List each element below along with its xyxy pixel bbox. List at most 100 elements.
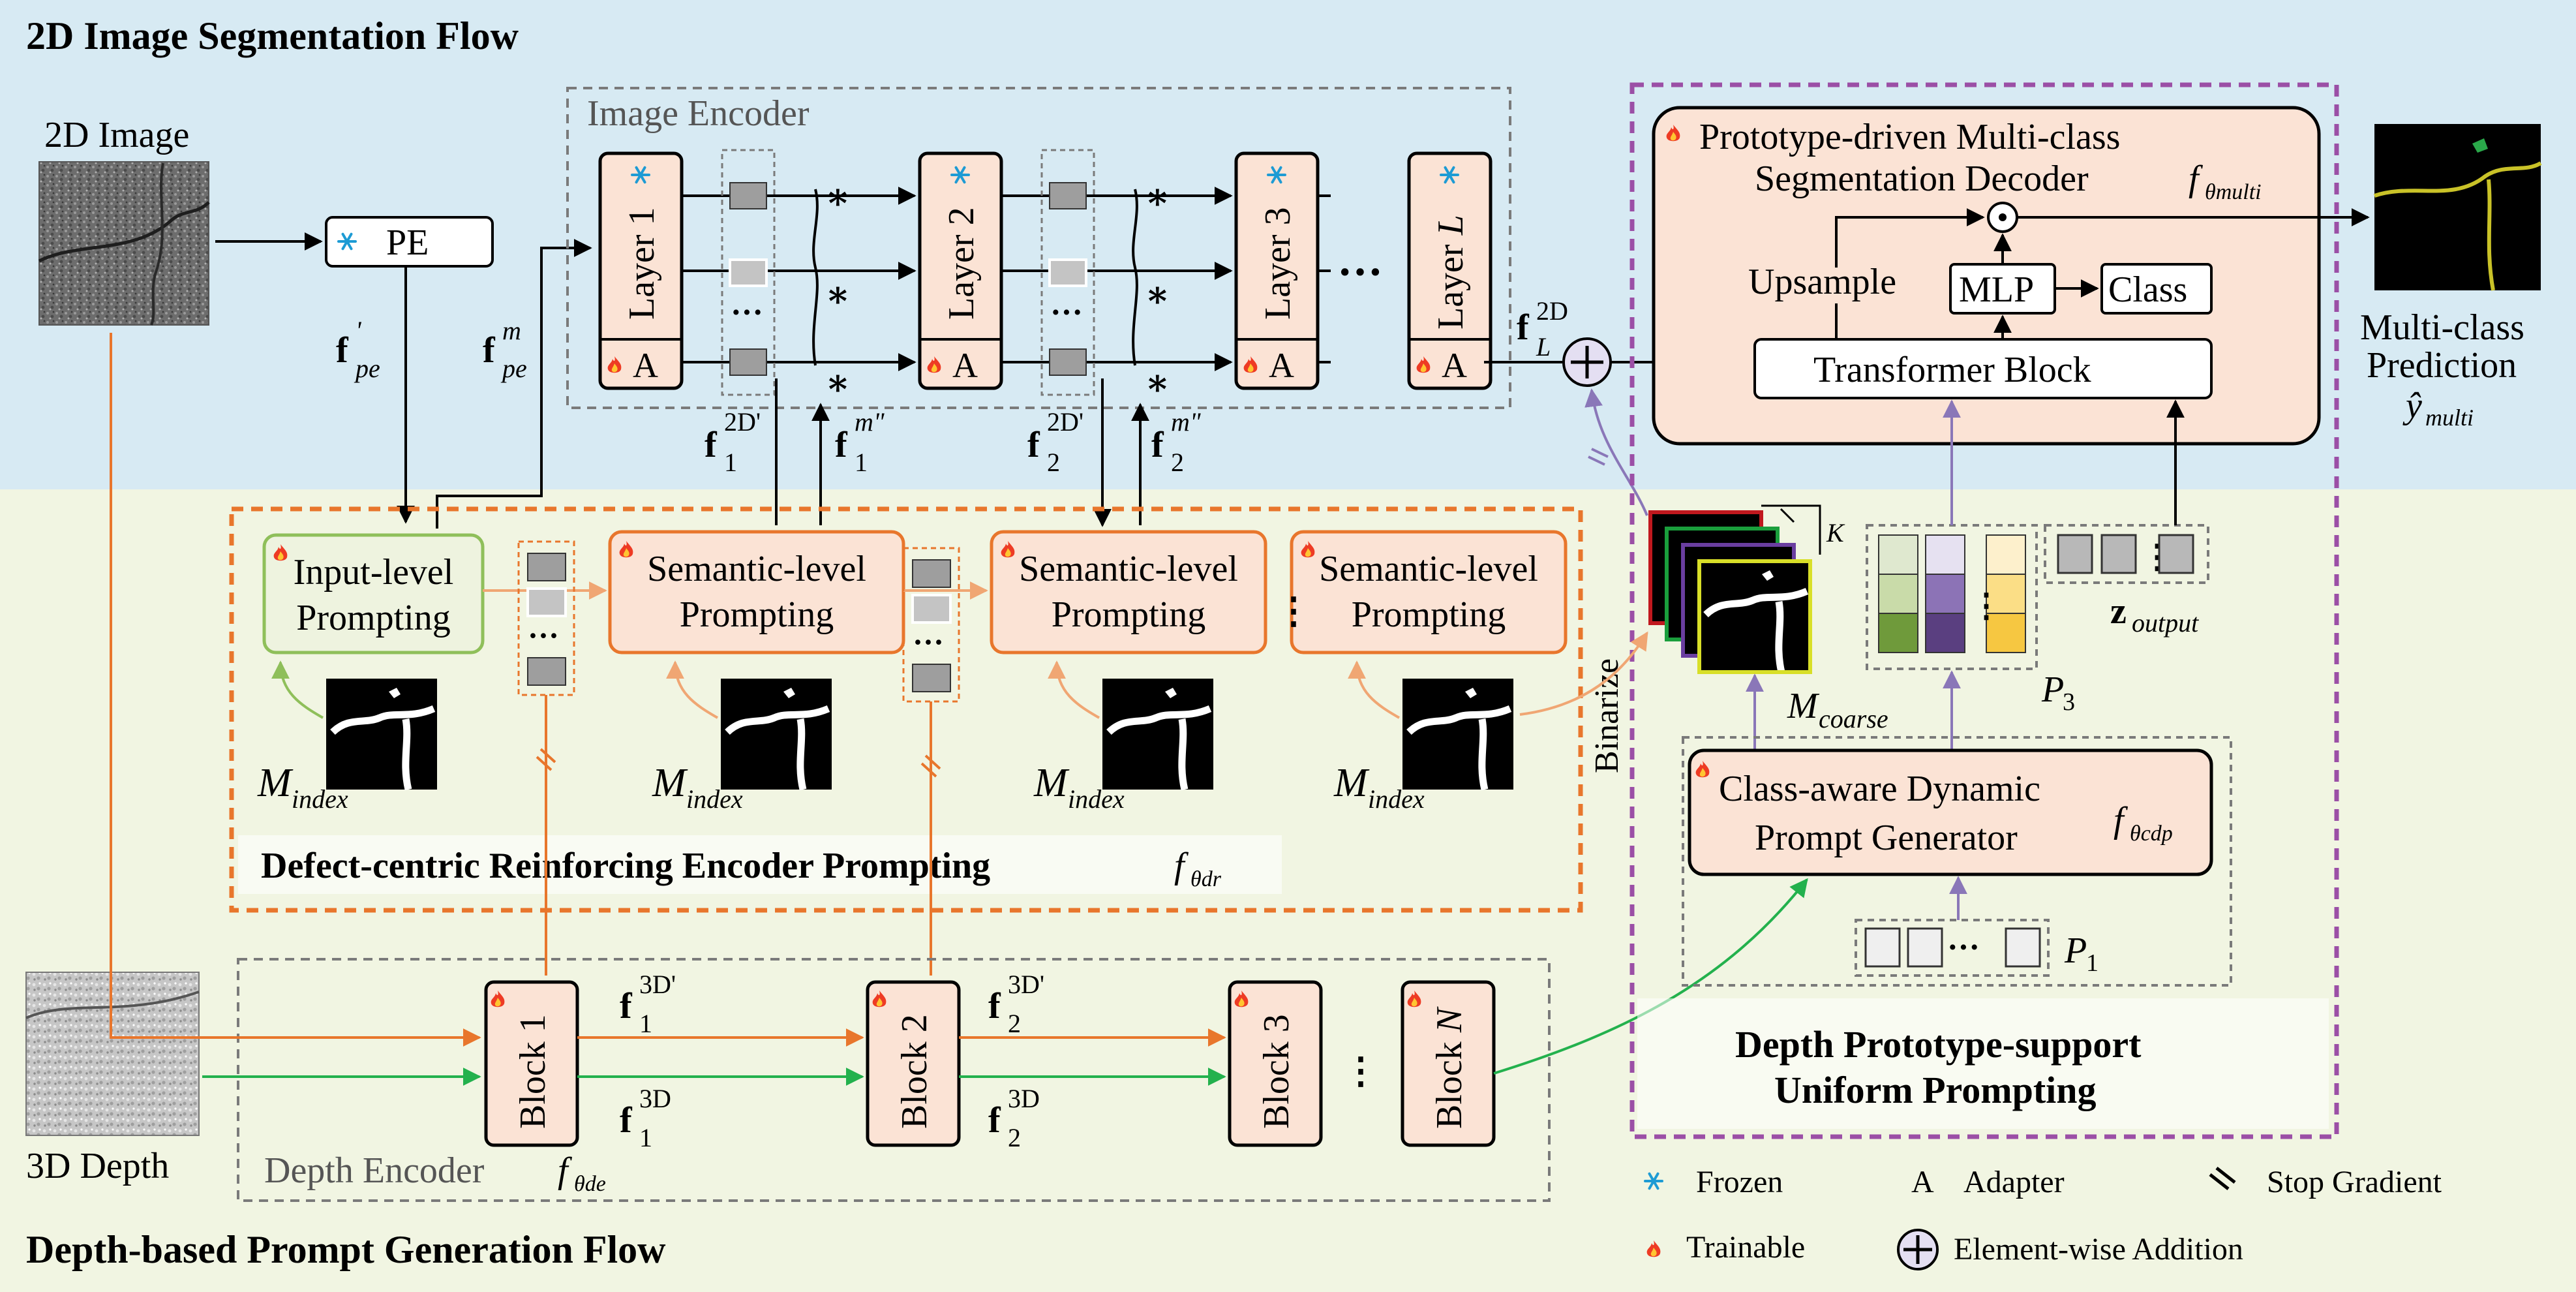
depth-blocks: Block 1 Block 2 Block 3 Block N bbox=[484, 980, 1496, 1147]
pe-label: PE bbox=[386, 223, 429, 263]
z-output-frame bbox=[2044, 524, 2209, 584]
svg-text:···: ··· bbox=[731, 294, 763, 330]
defect-prompting-frame bbox=[229, 506, 1583, 913]
svg-text:···: ··· bbox=[1050, 294, 1083, 330]
svg-text:···: ··· bbox=[528, 619, 559, 653]
transformer-label: Transformer Block bbox=[1813, 350, 2091, 390]
enc-feat-base: f bbox=[835, 425, 848, 465]
enc-feat-base: f bbox=[1151, 425, 1164, 465]
support-line1: Depth Prototype-support bbox=[1735, 1023, 2142, 1066]
class-box bbox=[2100, 263, 2213, 315]
svg-text:M: M bbox=[257, 761, 294, 805]
enc-feat-sub: 1 bbox=[724, 448, 737, 477]
cdp-line2: Prompt Generator bbox=[1755, 818, 2018, 858]
fL2D-sub: L bbox=[1536, 332, 1551, 361]
legend-addition: Element-wise Addition bbox=[1954, 1232, 2243, 1267]
p1-sub: 1 bbox=[2086, 949, 2099, 977]
prompting-label: Prompting bbox=[680, 594, 834, 635]
svg-text:f: f bbox=[336, 330, 349, 371]
cdp-line1: Class-aware Dynamic bbox=[1719, 769, 2040, 809]
depth-feat-sub: 2 bbox=[1008, 1123, 1021, 1152]
fL2D-base: f bbox=[1517, 307, 1530, 348]
enc-feat-sub: 2 bbox=[1047, 448, 1060, 477]
f-pe-m-sup: m bbox=[502, 316, 521, 345]
svg-text:index: index bbox=[686, 784, 743, 814]
p1-frame bbox=[1855, 919, 2050, 977]
p3-sub: 3 bbox=[2063, 688, 2075, 716]
decoder-title-1: Prototype-driven Multi-class bbox=[1699, 117, 2120, 157]
block-label: Block N bbox=[1429, 1006, 1470, 1129]
cdp-func-sub: θcdp bbox=[2130, 822, 2173, 846]
z-output-sub: output bbox=[2132, 608, 2199, 638]
pred-var: ŷ bbox=[2402, 386, 2422, 426]
fL2D-sup: 2D bbox=[1536, 296, 1568, 326]
p1-label: P bbox=[2064, 931, 2087, 971]
arrow-last-mask-coarse bbox=[1519, 631, 1648, 716]
depth-feat-sub: 1 bbox=[639, 1123, 652, 1152]
prompting-ellipsis: ⋮ bbox=[1275, 591, 1312, 632]
prediction-line1: Multi-class bbox=[2360, 307, 2524, 348]
token-stacks: ··· ··· bbox=[682, 149, 1331, 396]
prompting-label: Prompting bbox=[296, 598, 450, 638]
f-pe-m: f bbox=[483, 330, 496, 371]
image-thumbnail bbox=[38, 161, 209, 326]
class-label: Class bbox=[2108, 269, 2187, 310]
depth-feat-base: f bbox=[620, 986, 633, 1026]
legend-stop-gradient: Stop Gradient bbox=[2267, 1165, 2442, 1199]
decoder-title-2: Segmentation Decoder bbox=[1755, 159, 2089, 199]
arrow-mask-add bbox=[1584, 388, 1648, 516]
z-output: z bbox=[2110, 591, 2127, 632]
block-label: Block 2 bbox=[894, 1014, 935, 1129]
cdp-frame bbox=[1682, 736, 2232, 987]
f-pe-prime: f bbox=[336, 330, 349, 371]
svg-text:index: index bbox=[292, 784, 348, 814]
binarize-label: Binarize bbox=[1588, 658, 1626, 773]
k-label: K bbox=[1826, 518, 1845, 547]
prompting-label: Input-level bbox=[294, 552, 454, 592]
bottom-flow-title: Depth-based Prompt Generation Flow bbox=[26, 1228, 666, 1271]
legend-adapter-symbol: A bbox=[1911, 1165, 1934, 1199]
svg-text:∗: ∗ bbox=[1145, 363, 1170, 403]
legend-stop-gradient-icon bbox=[2209, 1167, 2236, 1190]
orange-line-image-depth bbox=[110, 333, 481, 1047]
top-flow-title: 2D Image Segmentation Flow bbox=[26, 14, 519, 57]
depth-func-sub: θde bbox=[574, 1172, 606, 1196]
svg-text:M: M bbox=[1333, 761, 1370, 805]
image-encoder-title: Image Encoder bbox=[587, 93, 810, 134]
depth-block-2: Block 2 bbox=[866, 980, 961, 1147]
enc-feat-sub: 1 bbox=[855, 448, 868, 477]
enc-feat-sub: 2 bbox=[1171, 448, 1184, 477]
encoder-ellipsis: ··· bbox=[1337, 247, 1383, 298]
depth-feat-sup: 3D bbox=[639, 1084, 671, 1113]
support-line2: Uniform Prompting bbox=[1774, 1069, 2097, 1111]
enc-feat-base: f bbox=[1027, 425, 1040, 465]
adapter-label: A bbox=[633, 346, 658, 385]
depth-block-1: Block 1 bbox=[484, 980, 579, 1147]
depth-feat-sup: 3D bbox=[1008, 1084, 1040, 1113]
layer-label: Layer L bbox=[1431, 215, 1471, 330]
p3-label: P bbox=[2041, 669, 2064, 710]
depth-encoder-title: Depth Encoder bbox=[264, 1150, 485, 1191]
depth-block-3: Block 3 bbox=[1228, 980, 1323, 1147]
depth-block-4: Block N bbox=[1401, 980, 1496, 1147]
prediction-line2: Prediction bbox=[2367, 345, 2517, 386]
decoder-func-sub: θmulti bbox=[2205, 180, 2262, 204]
depth-ellipsis: ⋮ bbox=[1342, 1051, 1379, 1092]
depth-feat-base: f bbox=[620, 1100, 633, 1141]
enc-feat-sup: m" bbox=[1171, 407, 1201, 437]
m-coarse: M bbox=[1787, 686, 1820, 726]
uniform-prompting-frame bbox=[1629, 82, 2339, 1139]
block-label: Block 3 bbox=[1256, 1014, 1297, 1129]
legend-frozen: Frozen bbox=[1696, 1165, 1783, 1199]
green-curve-blockN-cdp bbox=[1493, 878, 1808, 1075]
legend-adapter: Adapter bbox=[1963, 1165, 2065, 1199]
image-crack bbox=[38, 201, 210, 263]
